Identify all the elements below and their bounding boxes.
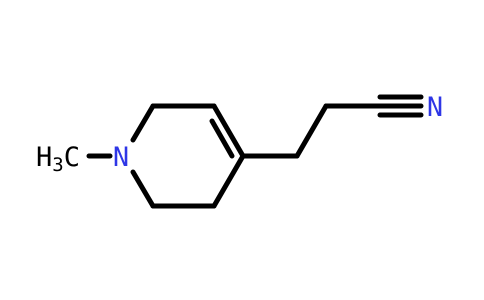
bond-c4-c5 (211, 153, 246, 209)
methyl-hydrogen: H (36, 142, 52, 173)
ring-nitrogen-label: N (113, 142, 129, 173)
bond-n-c2 (130, 103, 156, 143)
methyl-carbon: C (64, 142, 80, 173)
bond-c3-c4 (211, 103, 246, 159)
bond-c3-c4-inner (209, 118, 235, 159)
methyl-subscript: 3 (52, 154, 63, 176)
bond-c6-n (130, 169, 156, 209)
nitrile-nitrogen-label: N (427, 92, 443, 123)
bond-ch2a-ch2b (294, 103, 329, 159)
methyl-label: H3C (36, 142, 80, 176)
